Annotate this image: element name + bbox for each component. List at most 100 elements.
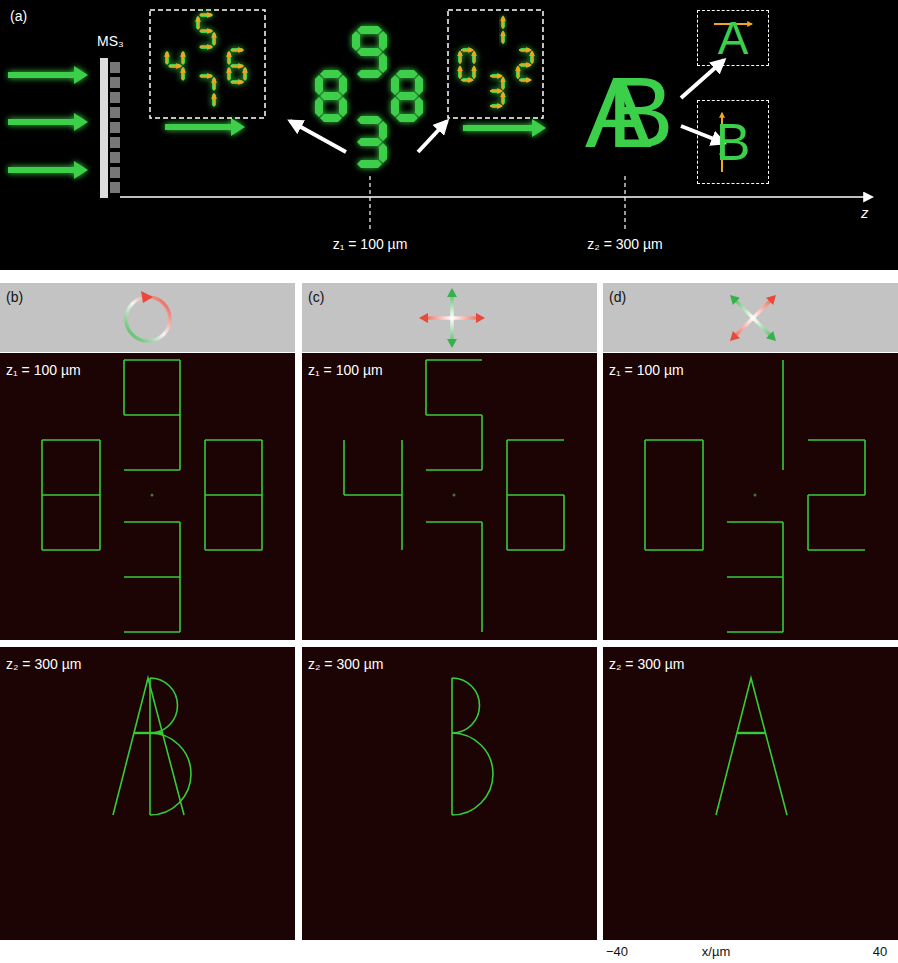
tick-label: −40 — [606, 944, 628, 960]
hologram-digit — [702, 440, 704, 495]
meta-atom — [110, 122, 120, 133]
seven-segment-digit — [490, 74, 505, 108]
polarization-arrow — [200, 75, 212, 77]
letter-image: A — [718, 15, 749, 61]
polarization-arrow — [461, 49, 473, 51]
plane-label: z₁ = 100 µm — [609, 362, 684, 379]
hologram-digit — [782, 415, 784, 470]
axis-label: z — [861, 204, 869, 222]
hologram-digit — [124, 414, 180, 416]
hologram-image — [603, 353, 898, 640]
hologram-digit — [261, 440, 263, 495]
zero-order-spot — [151, 494, 154, 497]
meta-atom — [110, 62, 120, 73]
polarization-arrow — [459, 67, 461, 79]
polarization-icon — [447, 288, 457, 297]
hologram-digit — [563, 495, 565, 550]
hologram-digit — [645, 439, 703, 441]
light-arrow — [165, 118, 245, 136]
hologram-letter — [150, 678, 191, 815]
hologram-digit — [343, 440, 345, 495]
polarization-icon — [447, 339, 457, 348]
polarization-arrow — [519, 64, 531, 66]
polarization-arrow — [502, 93, 504, 105]
seven-segment-digit — [458, 48, 476, 82]
hologram-digit — [42, 494, 100, 496]
hologram-image — [0, 647, 295, 940]
polarization-arrow — [459, 52, 461, 64]
hologram-digit — [808, 549, 865, 551]
hologram-digit — [807, 495, 809, 550]
light-arrow — [8, 161, 88, 179]
polarization-header — [603, 283, 898, 352]
hologram-digit — [401, 495, 403, 550]
polarization-arrow — [169, 65, 181, 67]
hologram-digit — [426, 414, 482, 416]
plane-label: z₂ = 300 µm — [308, 656, 383, 673]
letter-image: B — [716, 116, 751, 168]
meta-atom — [110, 77, 120, 88]
polarization-header — [302, 283, 597, 352]
polarization-arrow — [502, 32, 504, 44]
polarization-arrow — [461, 79, 473, 81]
hologram-digit — [261, 495, 263, 550]
hologram-digit — [506, 495, 508, 550]
meta-atom — [110, 92, 120, 103]
polarization-icon — [452, 316, 479, 320]
hologram-digit — [727, 631, 783, 633]
plane-label: z₂ = 300 µm — [587, 236, 662, 253]
hologram-digit — [41, 440, 43, 495]
hologram-digit — [426, 469, 482, 471]
seven-segment-digit — [227, 48, 247, 84]
polarization-arrow — [473, 67, 475, 79]
hologram-digit — [507, 549, 564, 551]
letter-image: B — [607, 62, 674, 162]
polarization-icon — [425, 316, 452, 320]
seven-segment-digit — [165, 51, 185, 81]
hologram-digit — [205, 549, 262, 551]
inset-box — [150, 10, 265, 118]
panel-label: (a) — [10, 8, 27, 25]
hologram-digit — [179, 522, 181, 577]
hologram-digit — [507, 439, 564, 441]
hologram-digit — [401, 440, 403, 495]
hologram-digit — [481, 415, 483, 470]
polarization-arrow — [517, 67, 519, 79]
hologram-digit — [124, 469, 180, 471]
hologram-letter — [452, 678, 493, 815]
hologram-digit — [808, 439, 865, 441]
polarization-header — [0, 283, 295, 352]
hologram-digit — [204, 440, 206, 495]
hologram-digit — [99, 495, 101, 550]
plane-label: z₂ = 300 µm — [6, 656, 81, 673]
polarization-arrow — [182, 68, 184, 80]
hologram-digit — [426, 521, 482, 523]
hologram-letter — [716, 678, 787, 815]
metasurface — [100, 58, 108, 198]
polarization-icon — [141, 291, 153, 303]
polarization-arrow — [473, 52, 475, 64]
polarization-arrow — [231, 65, 243, 67]
plane-marker — [369, 176, 370, 230]
hologram-digit — [644, 440, 646, 495]
polarization-arrow — [490, 75, 502, 77]
hologram-digit — [702, 495, 704, 550]
hologram-letter — [113, 678, 184, 815]
hologram-digit — [179, 577, 181, 632]
tick-label: 40 — [873, 944, 887, 960]
hologram-digit — [864, 440, 866, 495]
seven-segment-digit — [196, 13, 216, 49]
hologram-letter — [737, 732, 766, 734]
polarization-arrow — [200, 46, 212, 48]
polarization-arrow — [531, 52, 533, 64]
polarization-arrow — [200, 30, 212, 32]
seven-segment-digit — [516, 48, 534, 82]
hologram-image — [302, 647, 597, 940]
panel-label: (b) — [6, 289, 23, 306]
seven-segment-digit — [357, 116, 387, 168]
hologram-digit — [41, 495, 43, 550]
hologram-digit — [782, 522, 784, 577]
hologram-digit — [727, 576, 783, 578]
hologram-image — [0, 353, 295, 640]
